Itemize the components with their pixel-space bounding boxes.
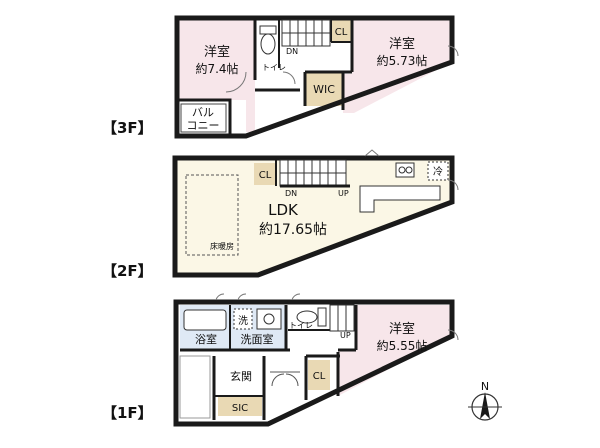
sink-basin-icon (263, 313, 275, 325)
closet-label: CL (259, 170, 272, 181)
room-west-name: 洋室 (204, 44, 230, 60)
door-swing-icon (282, 71, 296, 85)
fridge-label: 冷 (433, 165, 443, 178)
wic-label: WIC (313, 83, 335, 96)
porch-area (179, 355, 211, 419)
floor-label-1f: 【1F】 (102, 404, 153, 422)
closet-1f (308, 360, 330, 390)
kitchen-counter (359, 162, 441, 213)
balcony-rail-3f (180, 103, 227, 133)
door-swing-icon (447, 179, 459, 191)
bath-label: 浴室 (195, 332, 217, 346)
door-swing-icon (447, 329, 459, 341)
room-east-size: 約5.73帖 (377, 53, 428, 68)
toilet-label: トイレ (289, 321, 313, 330)
sink-icon (256, 308, 282, 330)
closet-label: CL (335, 27, 348, 38)
balcony-wall-3f (177, 98, 232, 134)
room-1f (338, 305, 452, 396)
room-1f-size: 約5.55帖 (377, 338, 428, 353)
ldk-name: LDK (268, 201, 299, 219)
north-label: N (481, 380, 489, 393)
stairs-up-label: UP (338, 189, 349, 198)
walls-3f (174, 15, 455, 139)
north-arrow-icon (480, 392, 490, 419)
entrance-steps (270, 371, 300, 387)
stairs-up-label: UP (340, 331, 351, 340)
fridge-icon (427, 161, 449, 181)
bathtub-icon (183, 309, 227, 331)
floor-3: 洋室 約7.4帖 洋室 約5.73帖 トイレ DN CL WIC バル コニー … (102, 15, 459, 139)
window-icon (364, 149, 380, 157)
balcony-label-1: バル (192, 106, 214, 119)
stairs-2f (279, 159, 347, 187)
door-swing-icon (237, 293, 247, 301)
washing-machine-icon (233, 308, 253, 330)
door-swing-icon (447, 45, 459, 57)
washroom-label: 洗面室 (241, 332, 274, 346)
north-compass: N (468, 380, 502, 421)
ldk-size: 約17.65帖 (259, 222, 327, 238)
toilet-icon (296, 307, 327, 327)
closet-3f (331, 20, 352, 42)
stairs-1f (329, 304, 355, 332)
stairs-3f (281, 19, 331, 47)
room-east-name: 洋室 (389, 36, 415, 52)
door-swing-icon (215, 293, 225, 301)
wic-3f (305, 72, 343, 106)
floor-label-2f: 【2F】 (102, 262, 153, 280)
walls-1f (173, 299, 455, 427)
room-west-3f (177, 18, 255, 132)
shoe-closet-1f (218, 396, 262, 416)
floor-heating-area (185, 174, 239, 256)
door-swing-icon (225, 71, 247, 93)
closet-2f (254, 163, 276, 185)
balcony-3f (177, 100, 246, 134)
room-west-size: 約7.4帖 (195, 61, 238, 76)
door-swing-icon (291, 293, 301, 301)
floor-heating-label: 床暖房 (210, 241, 234, 251)
floor-2: LDK 約17.65帖 床暖房 CL 冷 DN UP 【2F】 (102, 149, 459, 280)
entrance-1f (216, 358, 266, 396)
entrance-label: 玄関 (230, 369, 252, 383)
toilet-icon (259, 25, 277, 55)
floor-label-3f: 【3F】 (102, 119, 153, 137)
room-1f-name: 洋室 (389, 321, 415, 337)
shoe-closet-label: SIC (232, 403, 248, 414)
stairs-dn-label: DN (285, 189, 297, 198)
toilet-label: トイレ (262, 63, 286, 72)
stairs-dn-label: DN (286, 47, 298, 56)
wash-icon-label: 洗 (238, 315, 248, 327)
walls-2f (172, 155, 455, 278)
balcony-label-2: コニー (187, 119, 220, 132)
floor-1: 浴室 洗 洗面室 トイレ UP 玄関 SIC CL 洋室 約5.55帖 【1F】 (102, 293, 459, 427)
closet-label: CL (313, 371, 326, 382)
